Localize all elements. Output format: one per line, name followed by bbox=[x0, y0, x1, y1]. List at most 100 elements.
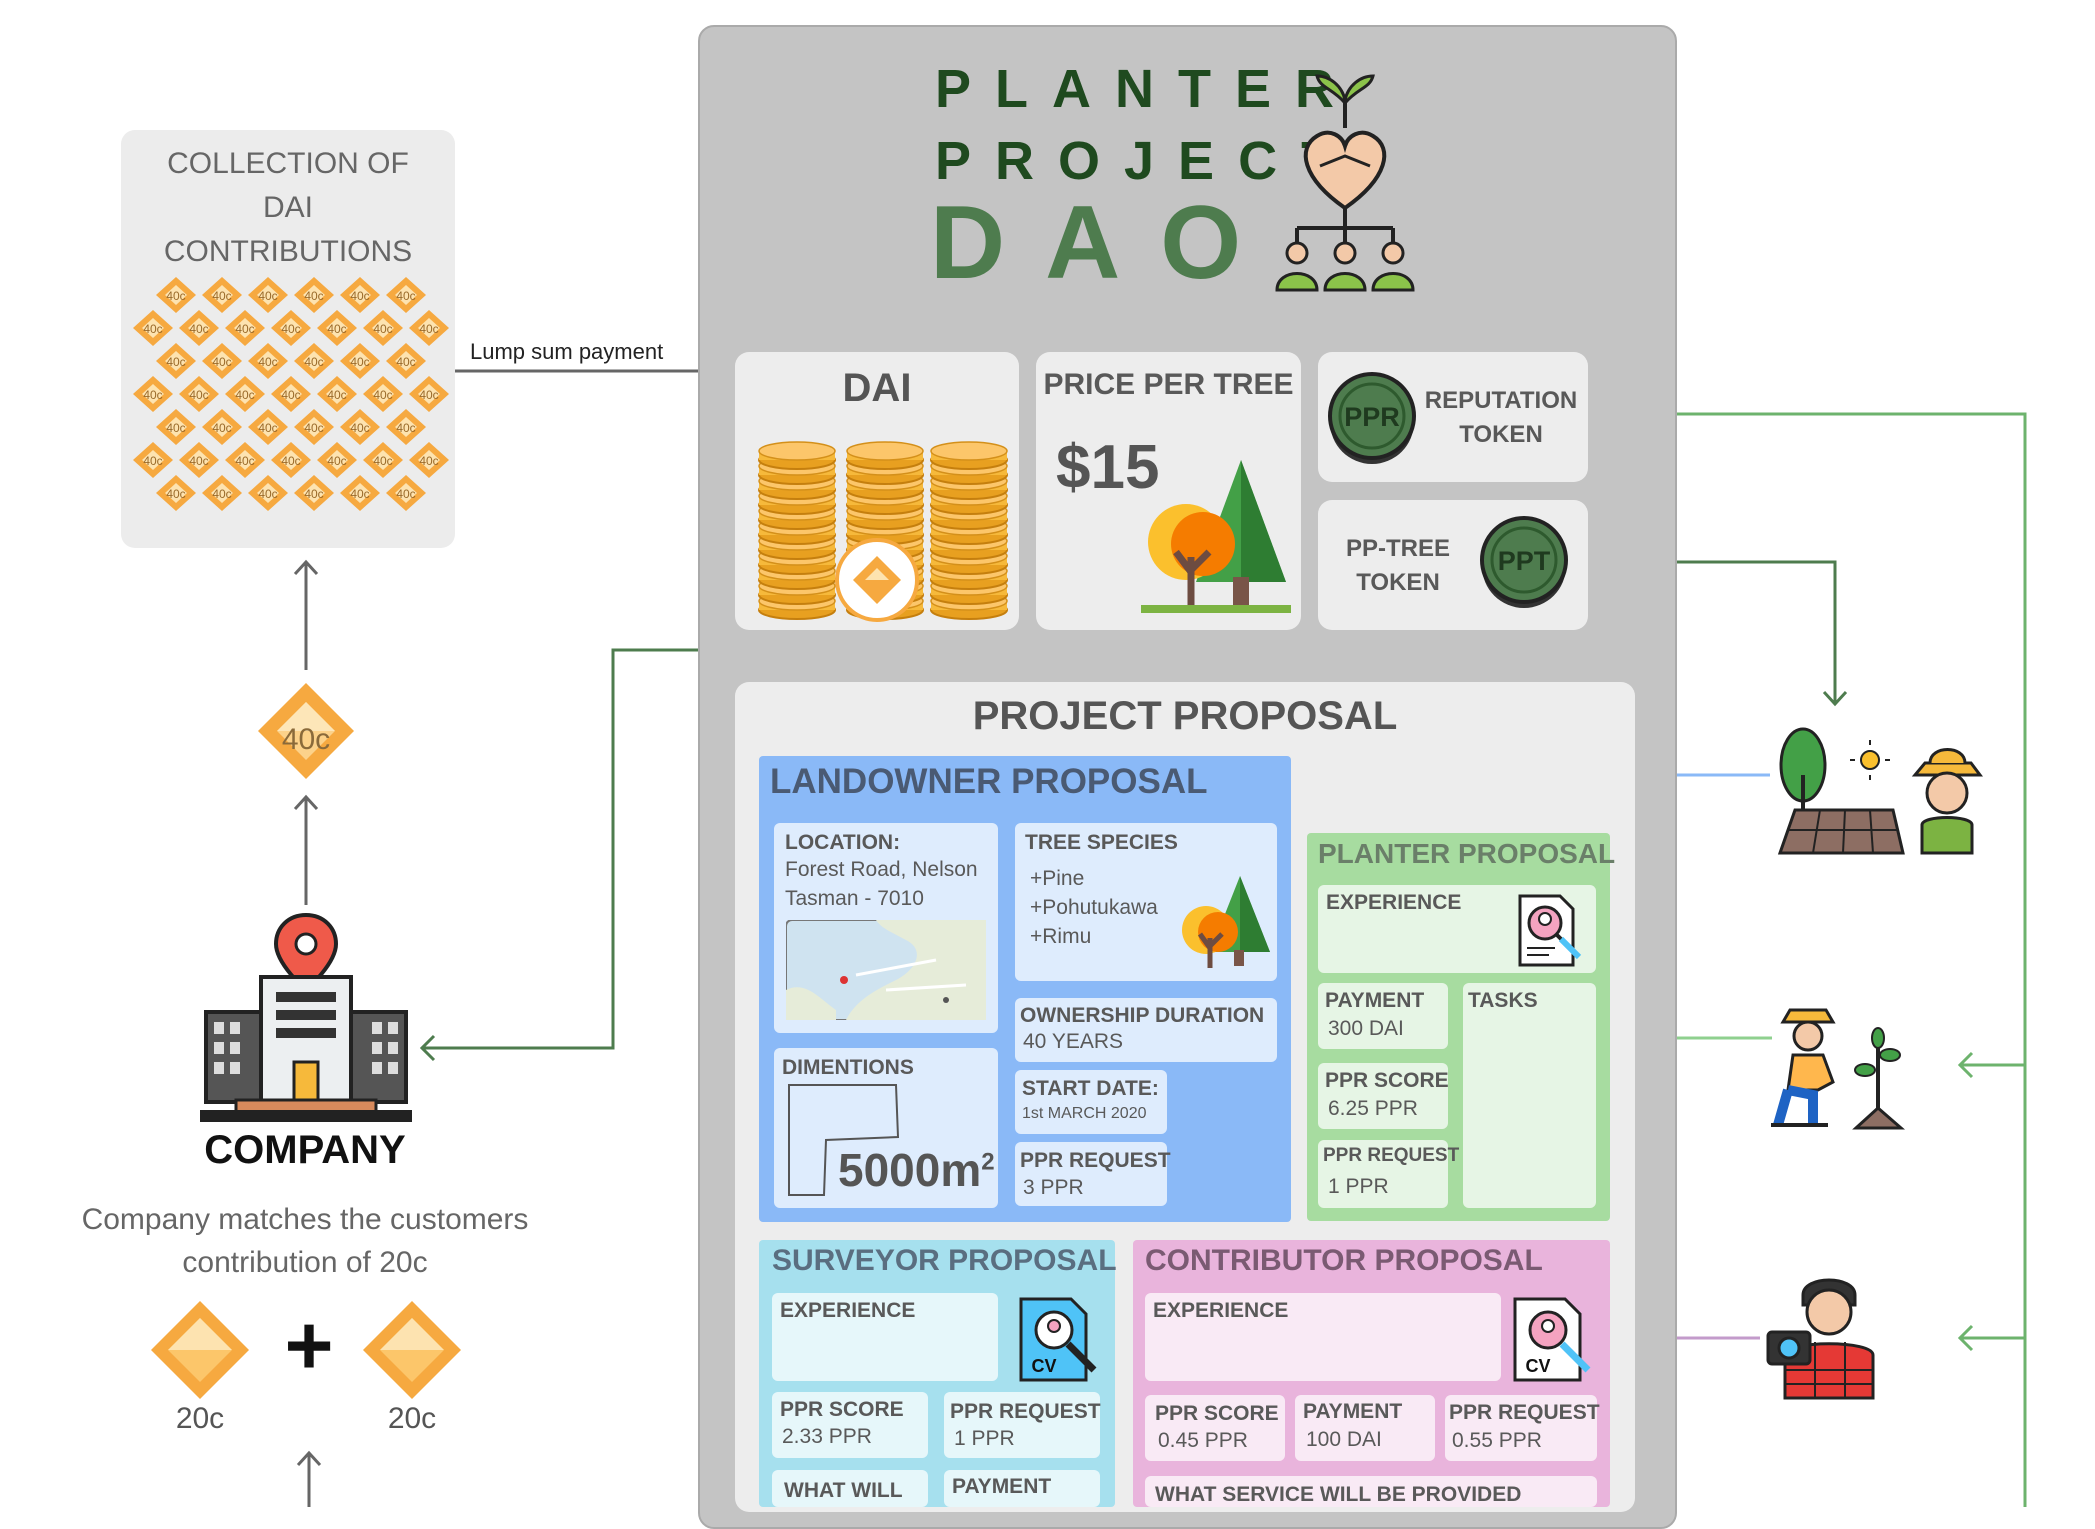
dai-coin-icon: 40c bbox=[386, 409, 426, 445]
surveyor-ppr-score-box bbox=[772, 1392, 928, 1458]
dai-coin-icon: 40c bbox=[156, 409, 196, 445]
map-thumbnail bbox=[786, 920, 986, 1020]
dai-card-title: DAI bbox=[842, 366, 912, 410]
planter-ppr-request-label: PPR REQUEST bbox=[1323, 1145, 1460, 1166]
svg-text:40c: 40c bbox=[281, 454, 300, 468]
dai-coin-icon: 40c bbox=[409, 442, 449, 478]
company-label: COMPANY bbox=[204, 1128, 406, 1172]
dai-coin-icon: 40c bbox=[409, 376, 449, 412]
dai-coin-icon: 40c bbox=[271, 376, 311, 412]
ppt-badge-text: PPT bbox=[1498, 546, 1551, 576]
contributor-service-label: WHAT SERVICE WILL BE PROVIDED bbox=[1155, 1483, 1522, 1506]
dai-coin-icon: 40c bbox=[133, 376, 173, 412]
ppt-token-icon: PPT bbox=[1480, 516, 1568, 608]
dai-coin-icon: 40c bbox=[294, 343, 334, 379]
species-3: +Rimu bbox=[1030, 925, 1092, 948]
pp-tree-token-line2: TOKEN bbox=[1356, 569, 1440, 596]
dai-coin-icon: 40c bbox=[386, 343, 426, 379]
planter-payment-value: 300 DAI bbox=[1328, 1017, 1404, 1040]
dimentions-label: DIMENTIONS bbox=[782, 1056, 914, 1079]
landowner-ppr-request-label: PPR REQUEST bbox=[1020, 1149, 1171, 1172]
svg-text:40c: 40c bbox=[235, 322, 254, 336]
contributor-ppr-request-label: PPR REQUEST bbox=[1449, 1401, 1600, 1424]
ppr-token-icon: PPR bbox=[1328, 372, 1416, 464]
surveyor-what-will-box bbox=[772, 1470, 928, 1507]
svg-text:40c: 40c bbox=[258, 487, 277, 501]
dai-coin-icon: 40c bbox=[271, 310, 311, 346]
planter-tasks-box bbox=[1463, 983, 1596, 1208]
dai-coin-icon: 40c bbox=[156, 343, 196, 379]
area-number: 5000m bbox=[838, 1144, 982, 1196]
contributor-ppr-request-value: 0.55 PPR bbox=[1452, 1429, 1542, 1452]
title-project: PROJECT bbox=[935, 131, 1359, 191]
pp-tree-token-card: PP-TREE TOKEN PPT bbox=[1318, 500, 1588, 630]
landowner-ppr-request-box bbox=[1015, 1142, 1167, 1206]
dai-coin-icon: 40c bbox=[271, 442, 311, 478]
svg-text:40c: 40c bbox=[143, 388, 162, 402]
tree-species-label: TREE SPECIES bbox=[1025, 831, 1178, 854]
planter-payment-label: PAYMENT bbox=[1325, 989, 1425, 1012]
svg-text:40c: 40c bbox=[327, 454, 346, 468]
svg-text:40c: 40c bbox=[373, 388, 392, 402]
dai-coin-icon: 40c bbox=[363, 442, 403, 478]
contributor-payment-label: PAYMENT bbox=[1303, 1400, 1403, 1423]
dai-coin-icon: 40c bbox=[317, 310, 357, 346]
species-tree-icon bbox=[1182, 876, 1270, 968]
dai-coin-icon: 40c bbox=[248, 409, 288, 445]
company-description-line2: contribution of 20c bbox=[182, 1246, 428, 1279]
surveyor-ppr-score-label: PPR SCORE bbox=[780, 1398, 904, 1421]
dai-coin-20c-left-icon bbox=[151, 1301, 249, 1399]
dai-coin-icon: 40c bbox=[294, 475, 334, 511]
species-2: +Pohutukawa bbox=[1030, 896, 1158, 919]
reputation-token-card: PPR REPUTATION TOKEN bbox=[1318, 352, 1588, 482]
dai-coin-icon: 40c bbox=[202, 475, 242, 511]
handshake-heart-dao-icon bbox=[1275, 74, 1415, 292]
title-dao: DAO bbox=[930, 185, 1282, 301]
dai-coin-icon: 40c bbox=[156, 277, 196, 313]
collection-title-line2: DAI bbox=[262, 191, 313, 224]
area-value: 5000m2 bbox=[838, 1143, 995, 1197]
planter-proposal-title: PLANTER PROPOSAL bbox=[1318, 838, 1616, 869]
svg-text:40c: 40c bbox=[350, 421, 369, 435]
svg-text:40c: 40c bbox=[396, 289, 415, 303]
dai-card: DAI bbox=[735, 352, 1019, 630]
dai-coin-icon: 40c bbox=[340, 277, 380, 313]
planter-ppr-score-label: PPR SCORE bbox=[1325, 1069, 1449, 1092]
surveyor-cv-search-icon: CV bbox=[1019, 1297, 1097, 1382]
pp-tree-token-line1: PP-TREE bbox=[1345, 535, 1450, 562]
land-plot-shape bbox=[788, 1084, 900, 1196]
svg-text:40c: 40c bbox=[258, 355, 277, 369]
svg-text:40c: 40c bbox=[419, 388, 438, 402]
planter-cv-search-icon bbox=[1518, 894, 1582, 967]
dai-coin-icon: 40c bbox=[225, 442, 265, 478]
svg-text:40c: 40c bbox=[143, 322, 162, 336]
svg-text:40c: 40c bbox=[235, 388, 254, 402]
contributor-cv-text: CV bbox=[1525, 1356, 1550, 1376]
location-line1: Forest Road, Nelson bbox=[785, 858, 978, 881]
svg-text:40c: 40c bbox=[189, 454, 208, 468]
dai-coin-icon: 40c bbox=[179, 376, 219, 412]
reputation-distribution-line bbox=[1588, 412, 2027, 1507]
planter-tasks-label: TASKS bbox=[1468, 989, 1538, 1012]
company-plus-sign: + bbox=[284, 1298, 334, 1392]
svg-text:40c: 40c bbox=[373, 454, 392, 468]
dai-coin-icon: 40c bbox=[225, 376, 265, 412]
svg-text:40c: 40c bbox=[212, 289, 231, 303]
dai-coin-icon: 40c bbox=[340, 409, 380, 445]
dai-coin-40c-icon bbox=[258, 683, 354, 779]
dai-coin-icon: 40c bbox=[248, 277, 288, 313]
dai-coin-stack-icon bbox=[758, 441, 1008, 622]
contributor-ppr-request-box bbox=[1445, 1395, 1597, 1461]
ppr-badge-text: PPR bbox=[1344, 402, 1400, 432]
collection-title-line3: CONTRIBUTIONS bbox=[163, 235, 413, 268]
svg-text:40c: 40c bbox=[350, 355, 369, 369]
surveyor-payment-label: PAYMENT bbox=[952, 1475, 1052, 1498]
svg-text:40c: 40c bbox=[166, 289, 185, 303]
dimentions-box bbox=[774, 1048, 998, 1208]
coin-right-label: 20c bbox=[387, 1402, 437, 1435]
price-value: $15 bbox=[1056, 433, 1160, 502]
ownership-duration-label: OWNERSHIP DURATION bbox=[1020, 1004, 1265, 1027]
svg-text:40c: 40c bbox=[281, 388, 300, 402]
planter-ppr-request-value: 1 PPR bbox=[1328, 1175, 1389, 1198]
